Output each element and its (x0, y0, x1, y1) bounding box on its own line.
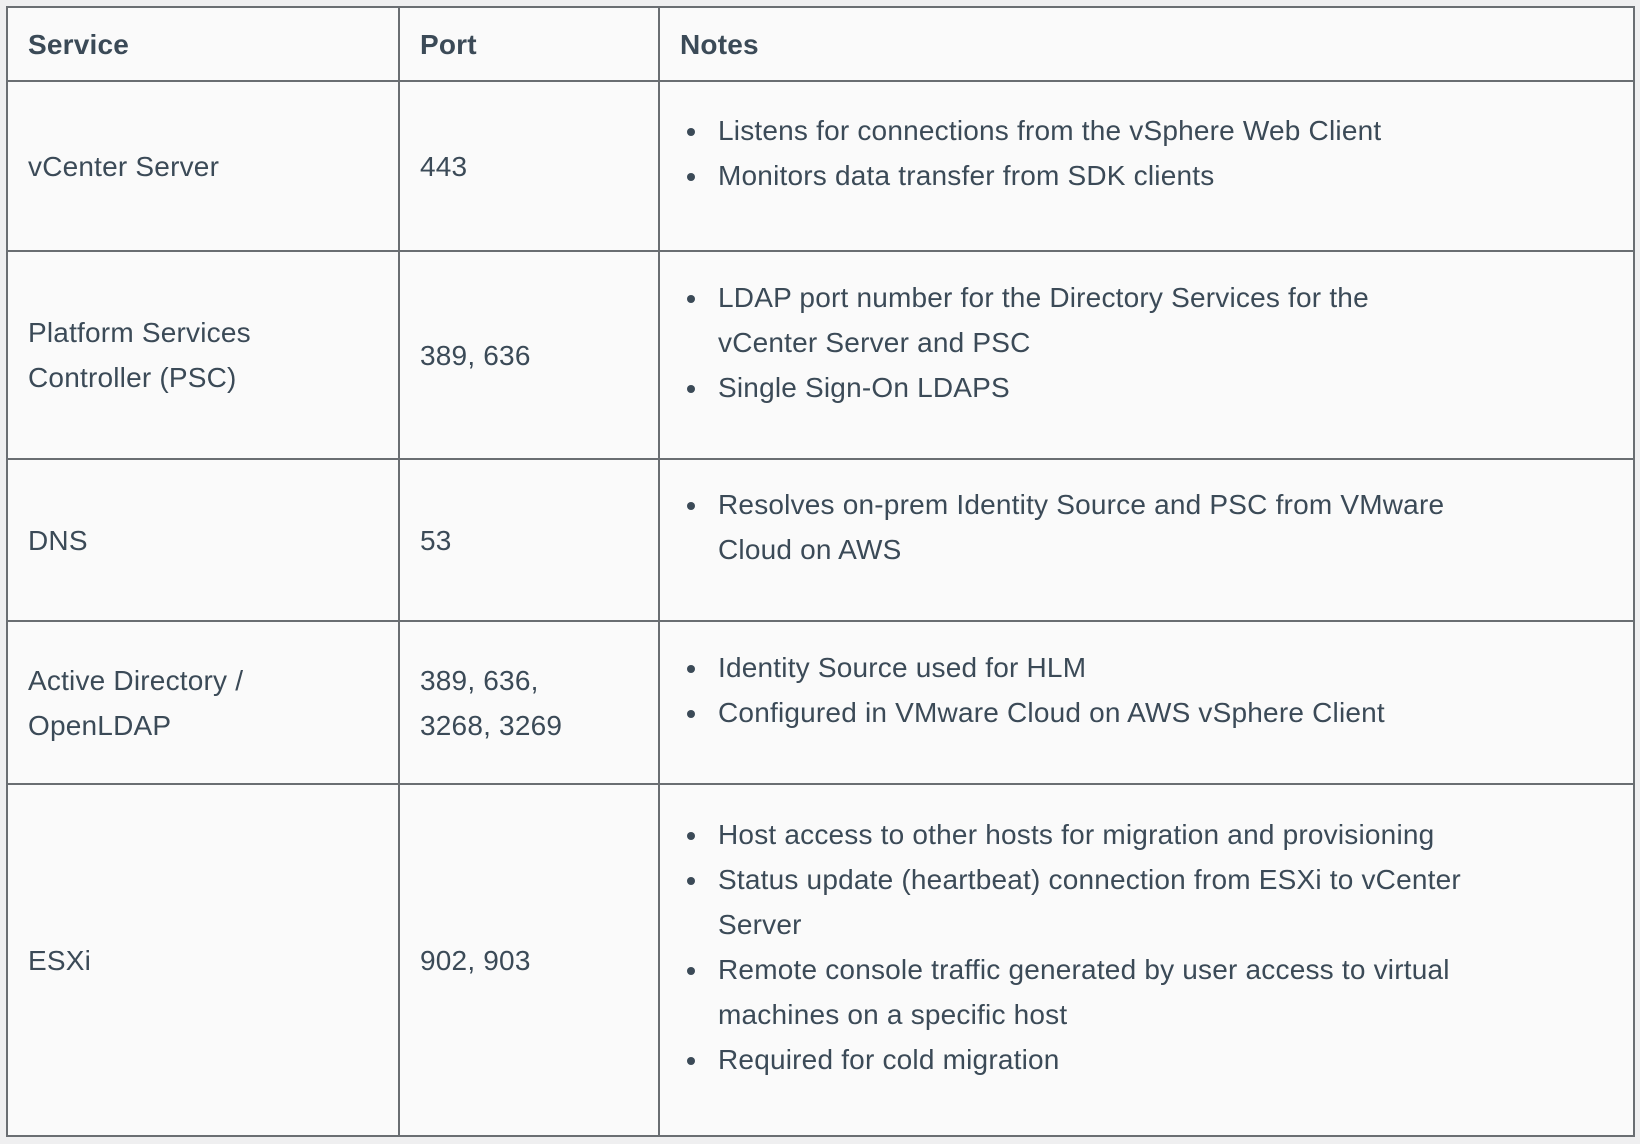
notes-cell: Listens for connections from the vSphere… (658, 80, 1635, 252)
note-item: Remote console traffic generated by user… (710, 947, 1613, 1037)
note-item: Status update (heartbeat) connection fro… (710, 857, 1613, 947)
column-header-notes: Notes (658, 6, 1635, 82)
port-cell: 389, 636, 3268, 3269 (398, 620, 660, 785)
notes-list: Identity Source used for HLMConfigured i… (678, 645, 1613, 735)
notes-cell: Host access to other hosts for migration… (658, 783, 1635, 1137)
note-item: Single Sign-On LDAPS (710, 365, 1613, 410)
note-item: Monitors data transfer from SDK clients (710, 153, 1613, 198)
service-cell: ESXi (6, 783, 400, 1137)
service-cell: Platform Services Controller (PSC) (6, 250, 400, 460)
notes-list: Resolves on-prem Identity Source and PSC… (678, 482, 1613, 572)
note-item: Configured in VMware Cloud on AWS vSpher… (710, 690, 1613, 735)
table-header: Service Port Notes (6, 6, 1635, 82)
port-cell: 902, 903 (398, 783, 660, 1137)
port-cell: 53 (398, 458, 660, 622)
header-row: Service Port Notes (6, 6, 1635, 82)
note-item: LDAP port number for the Directory Servi… (710, 275, 1613, 365)
notes-list: Listens for connections from the vSphere… (678, 108, 1613, 198)
notes-cell: LDAP port number for the Directory Servi… (658, 250, 1635, 460)
notes-list: LDAP port number for the Directory Servi… (678, 275, 1613, 410)
table-row: Platform Services Controller (PSC)389, 6… (6, 250, 1635, 460)
notes-cell: Identity Source used for HLMConfigured i… (658, 620, 1635, 785)
service-cell: Active Directory / OpenLDAP (6, 620, 400, 785)
service-cell: vCenter Server (6, 80, 400, 252)
note-item: Listens for connections from the vSphere… (710, 108, 1613, 153)
note-item: Host access to other hosts for migration… (710, 812, 1613, 857)
port-cell: 389, 636 (398, 250, 660, 460)
note-item: Required for cold migration (710, 1037, 1613, 1082)
service-cell: DNS (6, 458, 400, 622)
note-item: Identity Source used for HLM (710, 645, 1613, 690)
note-item: Resolves on-prem Identity Source and PSC… (710, 482, 1613, 572)
port-cell: 443 (398, 80, 660, 252)
notes-list: Host access to other hosts for migration… (678, 812, 1613, 1082)
notes-cell: Resolves on-prem Identity Source and PSC… (658, 458, 1635, 622)
column-header-service: Service (6, 6, 400, 82)
column-header-port: Port (398, 6, 660, 82)
